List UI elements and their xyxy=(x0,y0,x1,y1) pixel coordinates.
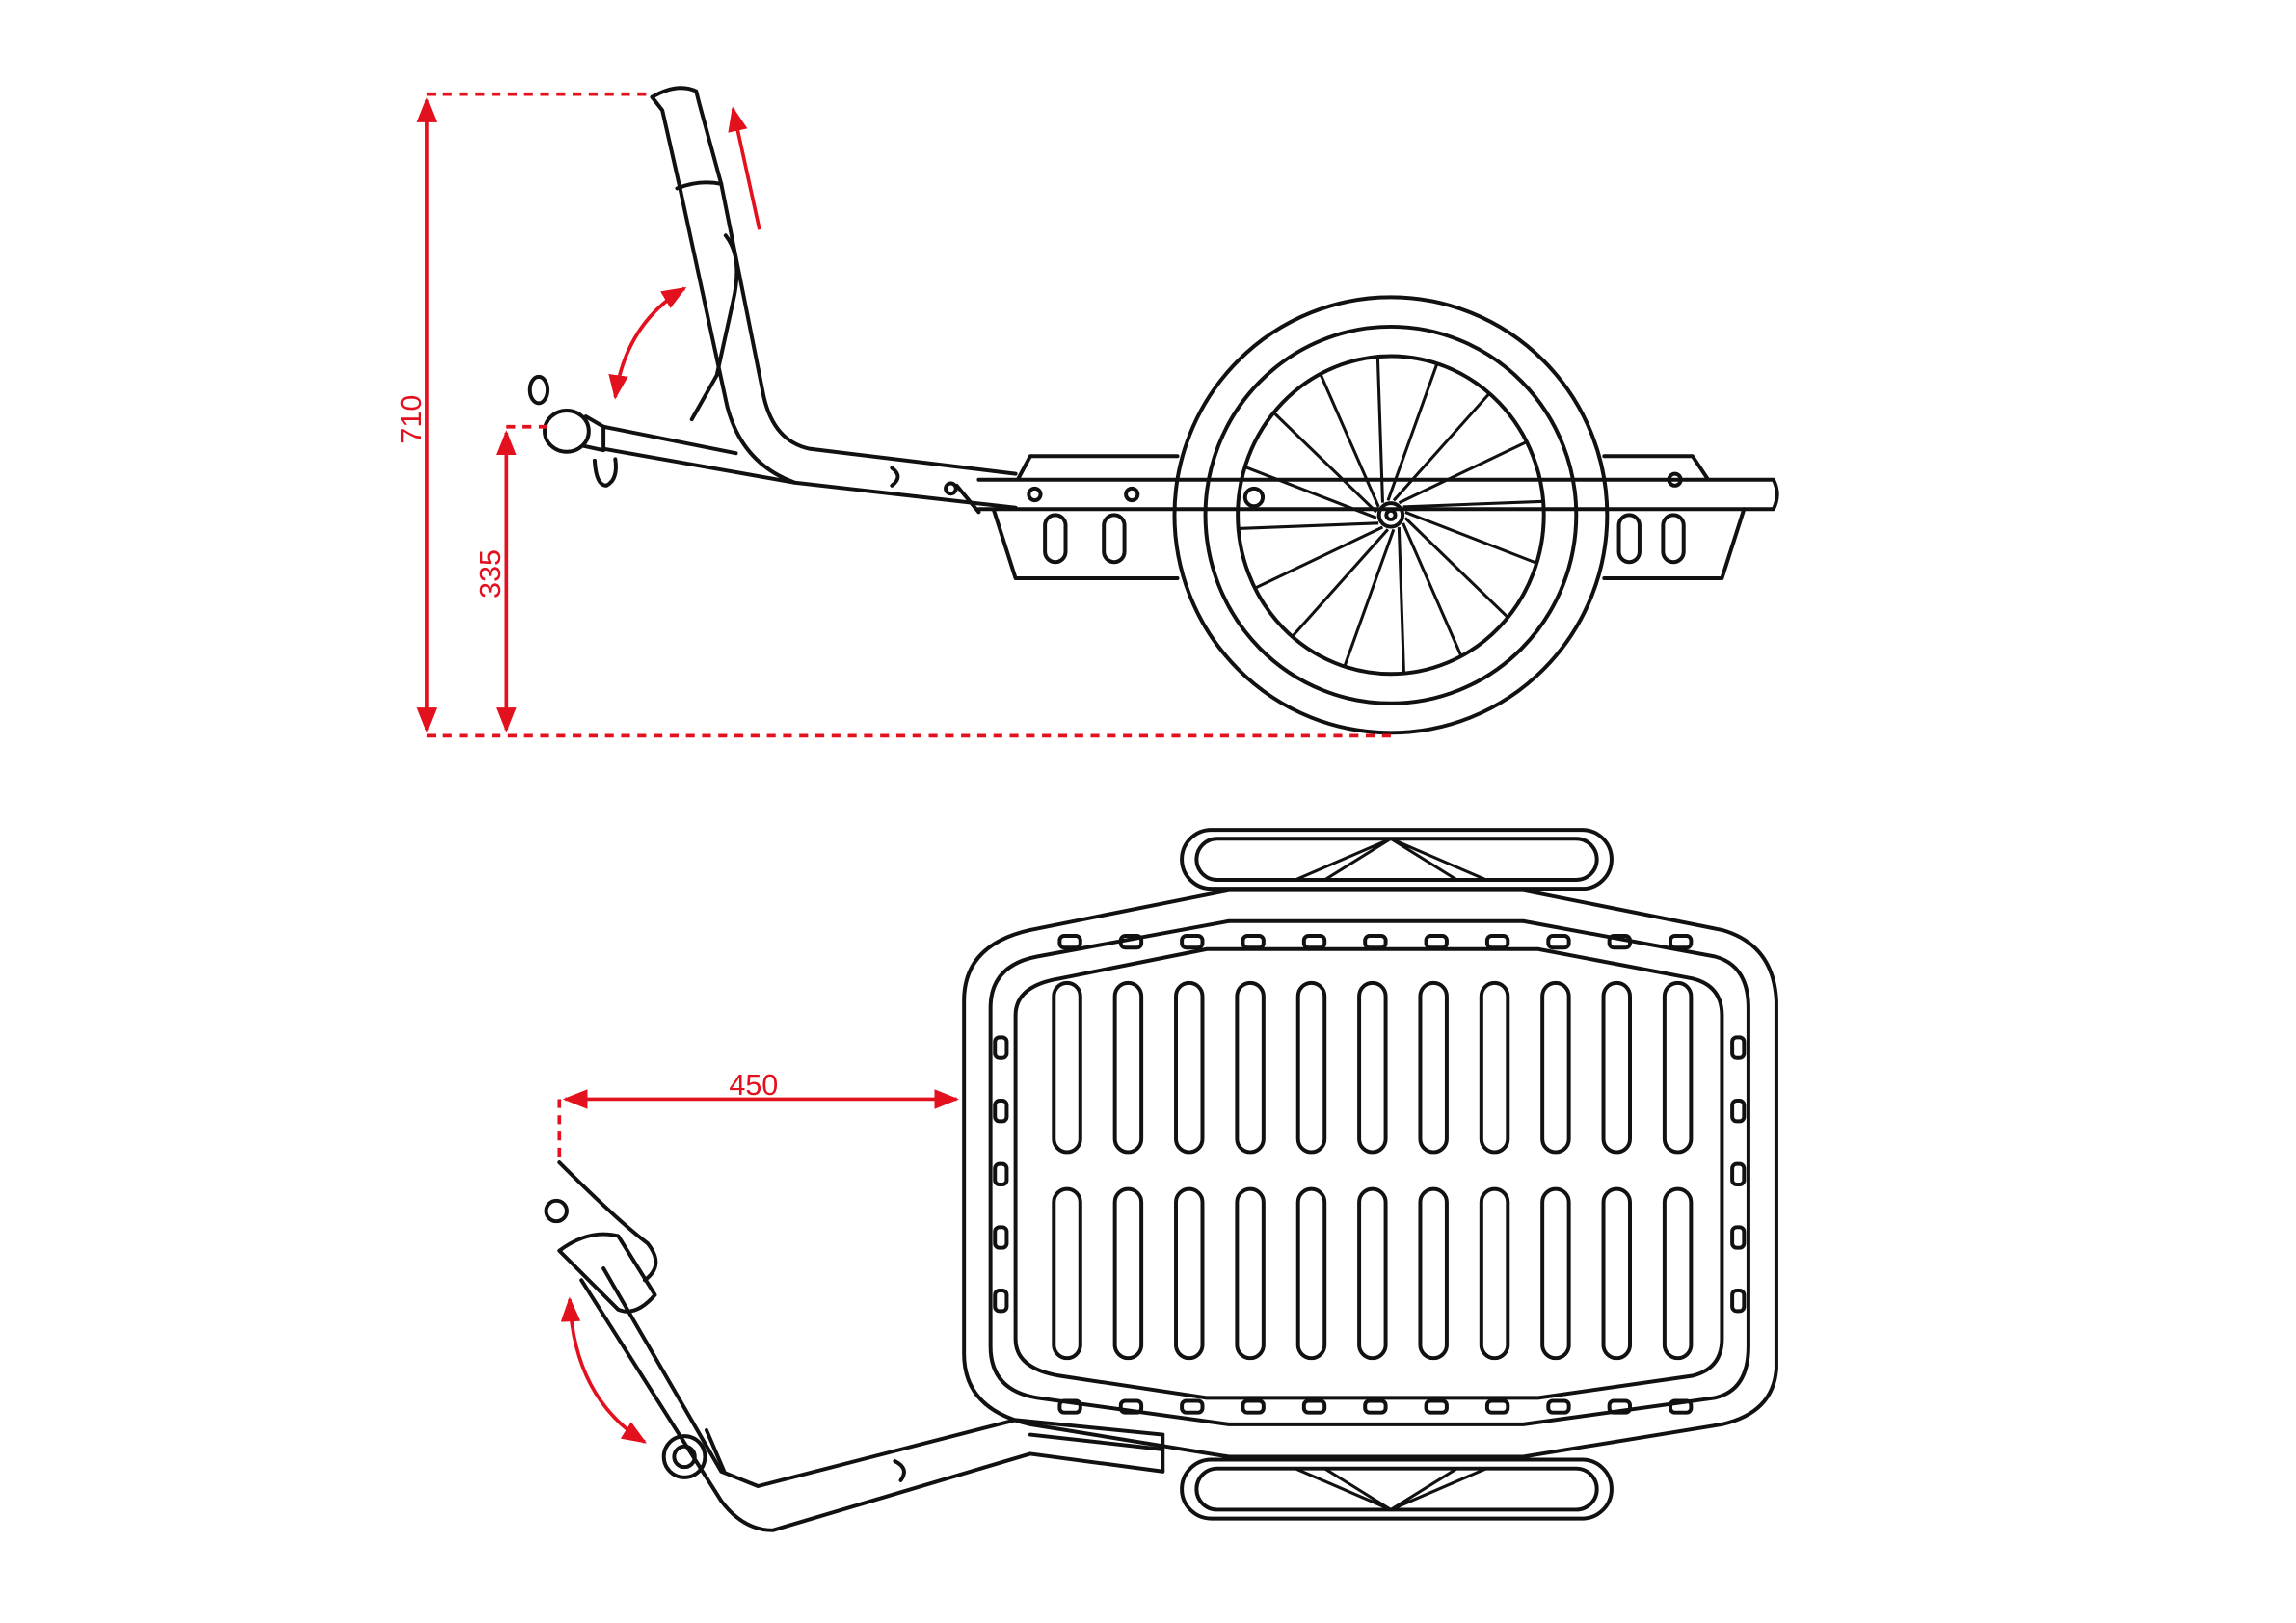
top-wheels xyxy=(1180,828,1614,1521)
basket-slot xyxy=(1174,980,1205,1155)
basket-clip xyxy=(993,1099,1009,1124)
spoke xyxy=(1404,511,1537,565)
spoke xyxy=(1254,525,1384,590)
basket-clips xyxy=(993,934,1747,1415)
spoke xyxy=(1397,527,1405,674)
spoke xyxy=(1319,373,1380,508)
basket-slot xyxy=(1052,980,1082,1155)
basket-slot xyxy=(1295,1186,1327,1361)
basket-clip xyxy=(1730,1161,1747,1187)
basket-slot xyxy=(1357,980,1388,1155)
basket-slot xyxy=(1601,1186,1632,1361)
basket-slot xyxy=(1601,980,1632,1155)
basket-clip xyxy=(1241,1398,1266,1415)
basket-slot xyxy=(1357,1186,1388,1361)
basket-clip xyxy=(993,1225,1009,1250)
basket-clip xyxy=(1730,1035,1747,1060)
basket-clip xyxy=(1607,1398,1632,1415)
basket-slot xyxy=(1662,1186,1694,1361)
top-view: 450 xyxy=(544,828,1778,1532)
basket-slot xyxy=(1235,980,1266,1155)
basket-clip xyxy=(1301,934,1327,950)
spoke xyxy=(1402,522,1463,657)
basket-slot xyxy=(1540,1186,1571,1361)
extend-arrow xyxy=(728,106,761,230)
dimension-710: 710 xyxy=(395,395,428,444)
basket-clip xyxy=(1730,1099,1747,1124)
basket-clip xyxy=(1301,1398,1327,1415)
basket-clip xyxy=(993,1288,1009,1314)
basket-clip xyxy=(1118,1398,1144,1415)
basket-clip xyxy=(1057,934,1082,950)
side-wheel xyxy=(1172,295,1610,735)
basket-slot xyxy=(1112,1186,1144,1361)
basket-clip xyxy=(993,1035,1009,1060)
basket-slot xyxy=(1479,980,1510,1155)
basket-slot xyxy=(1174,1186,1205,1361)
basket-slot xyxy=(1662,980,1694,1155)
basket-slot xyxy=(1540,980,1571,1155)
basket-clip xyxy=(1180,1398,1205,1415)
basket-slot xyxy=(1479,1186,1510,1361)
basket-clip xyxy=(1669,1398,1694,1415)
basket-clip xyxy=(993,1161,1009,1187)
basket-clip xyxy=(1546,934,1571,950)
spoke xyxy=(1244,466,1377,519)
dimension-335: 335 xyxy=(474,549,507,599)
side-basket xyxy=(976,454,1779,580)
spoke xyxy=(1386,362,1439,501)
basket-clip xyxy=(1484,934,1510,950)
basket-clip xyxy=(1118,934,1144,950)
side-view: 710 335 xyxy=(395,86,1779,738)
top-dimensions: 450 xyxy=(557,1069,960,1444)
basket-clip xyxy=(1424,1398,1449,1415)
basket-clip xyxy=(1363,1398,1388,1415)
basket-slot xyxy=(1052,1186,1082,1361)
basket-clip xyxy=(1730,1225,1747,1250)
spoke xyxy=(1375,357,1385,503)
spoke xyxy=(1392,392,1491,502)
side-drawbar xyxy=(527,86,1018,515)
spoke xyxy=(1238,521,1379,530)
basket-clip xyxy=(1241,934,1266,950)
basket-clip xyxy=(1057,1398,1082,1415)
spoke xyxy=(1398,440,1528,505)
basket-clip xyxy=(1424,934,1449,950)
spoke xyxy=(1402,499,1544,509)
basket-clip xyxy=(1180,934,1205,950)
spoke xyxy=(1343,528,1396,668)
spoke xyxy=(1403,517,1509,619)
basket-slot xyxy=(1418,1186,1449,1361)
basket-clip xyxy=(1730,1288,1747,1314)
basket-slot xyxy=(1112,980,1144,1155)
wheel-spokes xyxy=(1238,357,1544,674)
basket-slots xyxy=(1052,980,1694,1361)
basket-clip xyxy=(1546,1398,1571,1415)
spoke xyxy=(1272,412,1378,514)
dimension-450: 450 xyxy=(729,1069,778,1102)
basket-slot xyxy=(1295,980,1327,1155)
top-frame xyxy=(962,888,1778,1459)
basket-slot xyxy=(1235,1186,1266,1361)
basket-clip xyxy=(1669,934,1694,950)
basket-clip xyxy=(1607,934,1632,950)
swivel-arrow xyxy=(560,1296,648,1444)
spoke xyxy=(1291,528,1390,638)
basket-clip xyxy=(1484,1398,1510,1415)
basket-slot xyxy=(1418,980,1449,1155)
fold-arrow xyxy=(608,286,687,400)
basket-clip xyxy=(1363,934,1388,950)
side-dimensions: 710 335 xyxy=(395,92,1391,738)
top-drawbar xyxy=(544,1160,1165,1532)
